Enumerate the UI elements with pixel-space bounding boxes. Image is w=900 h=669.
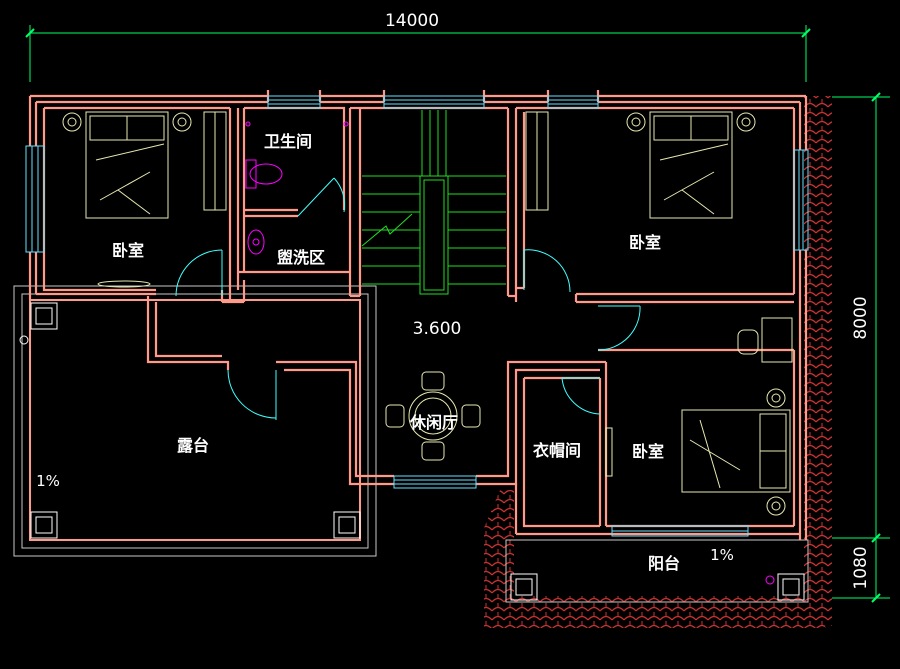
balcony-area [505,539,809,603]
doors [175,177,641,420]
terrace-slope: 1% [36,472,60,490]
label-lounge: 休闲厅 [409,413,458,432]
label-bedroom-ne: 卧室 [629,233,661,252]
furniture [62,111,793,516]
stairs [361,110,506,295]
balcony-slope: 1% [710,546,734,564]
dimension-top-width: 14000 [385,11,439,31]
windows [25,95,809,537]
label-terrace: 露台 [177,436,209,455]
label-bathroom: 卫生间 [264,132,312,151]
room-labels: 卧室 卫生间 盥洗区 卧室 露台 休闲厅 衣帽间 卧室 阳台 3.600 1% … [36,132,734,573]
label-cloakroom: 衣帽间 [533,441,581,460]
roof-tiles [484,96,832,628]
label-bedroom-nw: 卧室 [112,241,144,260]
floor-elevation: 3.600 [413,319,462,339]
label-wash-area: 盥洗区 [277,248,325,267]
terrace-area [13,285,377,557]
label-balcony: 阳台 [648,554,680,573]
dimension-right-balcony: 1080 [851,546,871,589]
walls [28,90,808,540]
dimension-lines [25,25,890,603]
dimension-right-depth: 8000 [851,296,871,339]
label-bedroom-se: 卧室 [632,442,664,461]
